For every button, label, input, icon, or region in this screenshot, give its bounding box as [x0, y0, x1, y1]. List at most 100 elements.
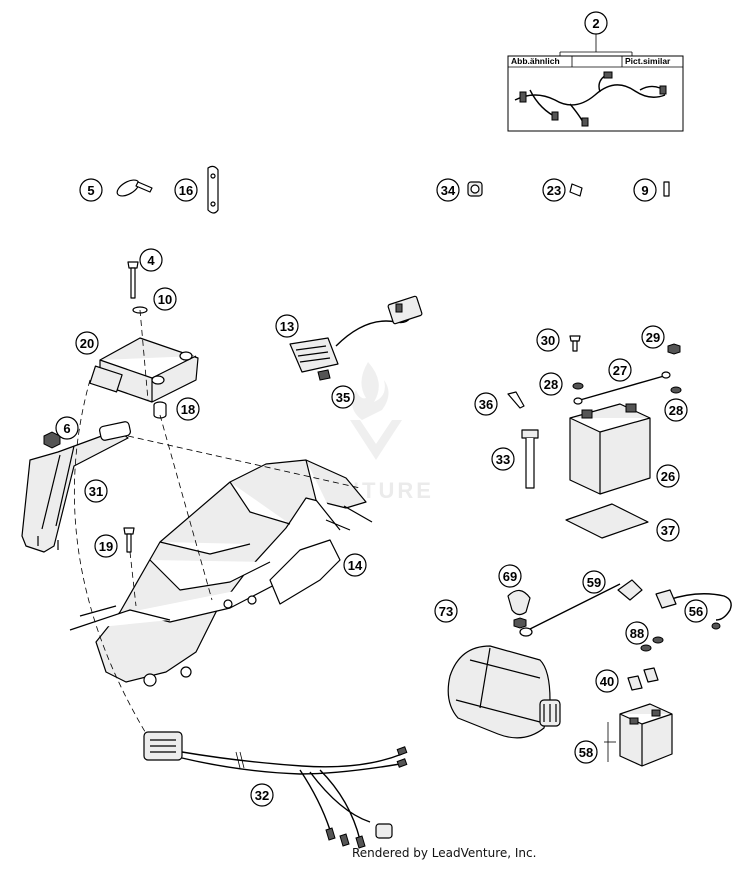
callout-30: 30 — [536, 328, 560, 352]
callout-label: 34 — [441, 183, 456, 198]
callout-label: 16 — [179, 183, 193, 198]
callout-19: 19 — [94, 534, 118, 558]
callout-label: 5 — [87, 183, 94, 198]
part-32-wiring-harness — [143, 731, 408, 849]
callout-28-left: 28 — [539, 372, 563, 396]
part-13-regulator — [289, 295, 423, 373]
callout-6: 6 — [55, 416, 79, 440]
callout-label: 28 — [669, 403, 683, 418]
callout-29: 29 — [641, 325, 665, 349]
part-9-pin — [663, 181, 670, 197]
callout-label: 29 — [646, 330, 660, 345]
callout-26: 26 — [656, 464, 680, 488]
part-88-nuts — [640, 636, 664, 652]
callout-label: 58 — [579, 745, 593, 760]
callout-23: 23 — [542, 178, 566, 202]
callout-label: 18 — [181, 402, 195, 417]
callout-16: 16 — [174, 178, 198, 202]
render-credit: Rendered by LeadVenture, Inc. — [352, 846, 537, 860]
callout-label: 69 — [503, 569, 517, 584]
callout-9: 9 — [633, 178, 657, 202]
callout-label: 28 — [544, 377, 558, 392]
callout-18: 18 — [176, 397, 200, 421]
part-73-nut — [513, 617, 527, 629]
part-16-strap — [207, 165, 219, 214]
callout-69: 69 — [498, 564, 522, 588]
part-2-harness-image: Abb.ähnlich Pict.similar — [507, 33, 684, 132]
callout-label: 20 — [80, 336, 94, 351]
callout-label: 32 — [255, 788, 269, 803]
assembly-leader-lines — [74, 309, 361, 741]
callout-37: 37 — [656, 518, 680, 542]
callout-label: 13 — [280, 319, 294, 334]
part-30-screw — [569, 335, 581, 352]
part-4-screw — [127, 261, 139, 299]
callout-label: 73 — [439, 604, 453, 619]
part-69-cap — [507, 589, 531, 616]
image-label-german: Abb.ähnlich — [511, 56, 560, 66]
callout-label: 9 — [641, 183, 648, 198]
part-6-nut — [43, 431, 61, 449]
callout-label: 6 — [63, 421, 70, 436]
callout-20: 20 — [75, 331, 99, 355]
starter-motor — [447, 645, 561, 739]
callout-14: 14 — [343, 553, 367, 577]
callout-35: 35 — [331, 385, 355, 409]
part-29-nut — [667, 343, 681, 355]
callout-label: 36 — [479, 397, 493, 412]
part-31-bracket — [21, 421, 131, 553]
part-33-strap — [521, 429, 539, 489]
callout-59: 59 — [582, 570, 606, 594]
part-26-battery — [569, 403, 651, 495]
part-27-battery-cable — [573, 371, 671, 405]
part-5-cable-tie — [116, 179, 153, 197]
part-36-screw — [507, 391, 525, 409]
part-56-cable — [655, 589, 732, 630]
image-label-english: Pict.similar — [625, 56, 671, 66]
callout-56: 56 — [684, 599, 708, 623]
callout-32: 32 — [250, 783, 274, 807]
callout-label: 59 — [587, 575, 601, 590]
callout-4: 4 — [139, 248, 163, 272]
part-20-control-unit — [89, 337, 199, 403]
callout-label: 40 — [600, 674, 614, 689]
callout-label: 4 — [147, 253, 155, 268]
callout-label: 2 — [592, 16, 599, 31]
callout-label: 35 — [336, 390, 350, 405]
callout-73: 73 — [434, 599, 458, 623]
callout-label: 14 — [348, 558, 363, 573]
callout-label: 56 — [689, 604, 703, 619]
callout-27: 27 — [608, 358, 632, 382]
part-28-nuts — [572, 382, 682, 394]
callout-28-right: 28 — [664, 398, 688, 422]
callout-label: 26 — [661, 469, 675, 484]
callout-label: 31 — [89, 484, 103, 499]
part-14-frame — [69, 459, 373, 687]
part-34-grommet — [467, 181, 483, 197]
callout-13: 13 — [275, 314, 299, 338]
part-18-bushing — [153, 401, 167, 419]
part-58-relay — [604, 703, 673, 767]
callout-36: 36 — [474, 392, 498, 416]
callout-label: 30 — [541, 333, 555, 348]
callout-label: 37 — [661, 523, 675, 538]
callout-88: 88 — [625, 621, 649, 645]
callout-33: 33 — [491, 447, 515, 471]
part-59-starter-cable — [519, 579, 643, 637]
callout-31: 31 — [84, 479, 108, 503]
callout-5: 5 — [79, 178, 103, 202]
part-19-screw — [123, 527, 135, 553]
callout-58: 58 — [574, 740, 598, 764]
callout-label: 23 — [547, 183, 561, 198]
callout-40: 40 — [595, 669, 619, 693]
callout-label: 33 — [496, 452, 510, 467]
callout-34: 34 — [436, 178, 460, 202]
callout-label: 19 — [99, 539, 113, 554]
part-37-pad — [565, 503, 649, 539]
callout-label: 27 — [613, 363, 627, 378]
callout-2: 2 — [584, 11, 608, 35]
part-23-clip — [569, 183, 583, 197]
part-35-screw — [317, 369, 331, 381]
callout-label: 10 — [158, 292, 172, 307]
